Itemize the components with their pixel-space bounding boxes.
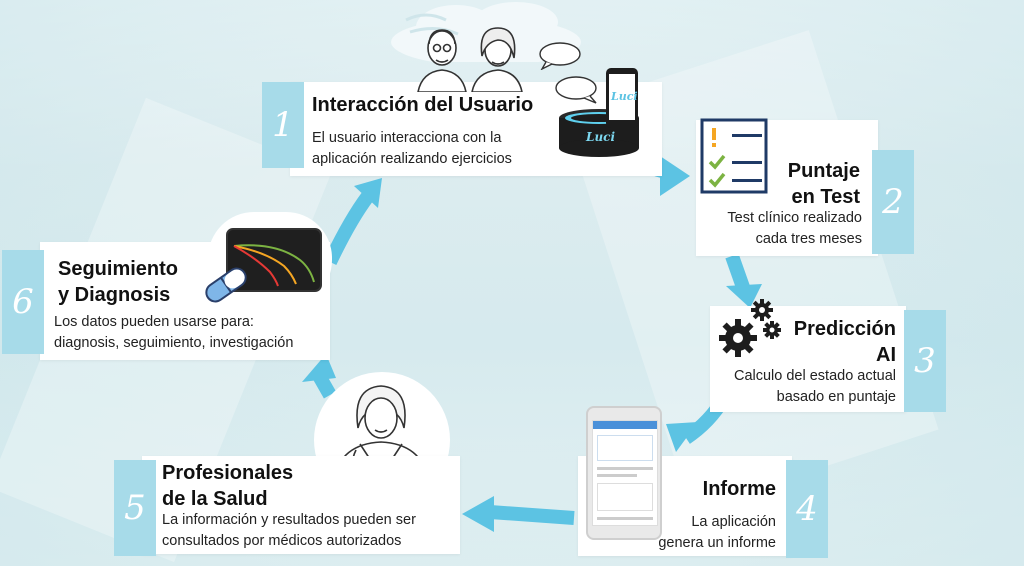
step-2-description: Test clínico realizado cada tres meses (727, 210, 862, 247)
step-6-title: Seguimiento y Diagnosis (58, 258, 179, 306)
gears-icon (719, 299, 781, 357)
arrow-head-5 (302, 354, 336, 382)
arrow-head-1 (660, 156, 690, 196)
step-4-title: Informe (702, 478, 776, 500)
step-4-description: La aplicación genera un informe (658, 514, 776, 551)
arrow-4-to-5 (489, 505, 575, 525)
checklist-icon (700, 118, 768, 194)
step-1-description: El usuario interacciona con la aplicació… (312, 130, 512, 167)
speech-bubble-icon (539, 42, 581, 70)
step-3-card (710, 306, 906, 412)
step-5-title: Profesionales de la Salud (162, 462, 294, 510)
arrow-head-3 (666, 422, 698, 452)
step-2-number: 2 (872, 150, 914, 254)
step-2-title: Puntaje en Test (787, 160, 860, 208)
step-3-number: 3 (904, 310, 946, 412)
step-6-description: Los datos pueden usarse para: diagnosis,… (54, 314, 294, 351)
step-5-number: 5 (114, 460, 156, 556)
arrow-head-6 (354, 178, 382, 208)
pill-icon (205, 267, 247, 303)
phone-label: Luci (611, 90, 638, 103)
step-3-title: Predicción AI (793, 318, 896, 366)
speaker-label: Luci (586, 130, 616, 144)
arrow-head-4 (462, 496, 494, 532)
step-4-number: 4 (786, 460, 828, 558)
step-5-card (142, 456, 460, 554)
arrow-head-2 (726, 284, 762, 308)
smartphone-icon: Luci (606, 68, 638, 128)
step-1-title: Interacción del Usuario (312, 94, 534, 116)
monitor-chart-icon (226, 228, 322, 292)
speech-bubble-icon (555, 76, 597, 104)
elderly-couple-icon (417, 27, 523, 92)
step-3-description: Calculo del estado actual basado en punt… (733, 368, 896, 405)
step-5-description: La información y resultados pueden ser c… (162, 512, 416, 549)
report-phone-icon (586, 406, 662, 540)
step-6-number: 6 (2, 250, 44, 354)
arrow-2-to-3 (725, 253, 751, 293)
step-1-number: 1 (262, 82, 304, 168)
arrow-6-to-1 (323, 191, 374, 266)
